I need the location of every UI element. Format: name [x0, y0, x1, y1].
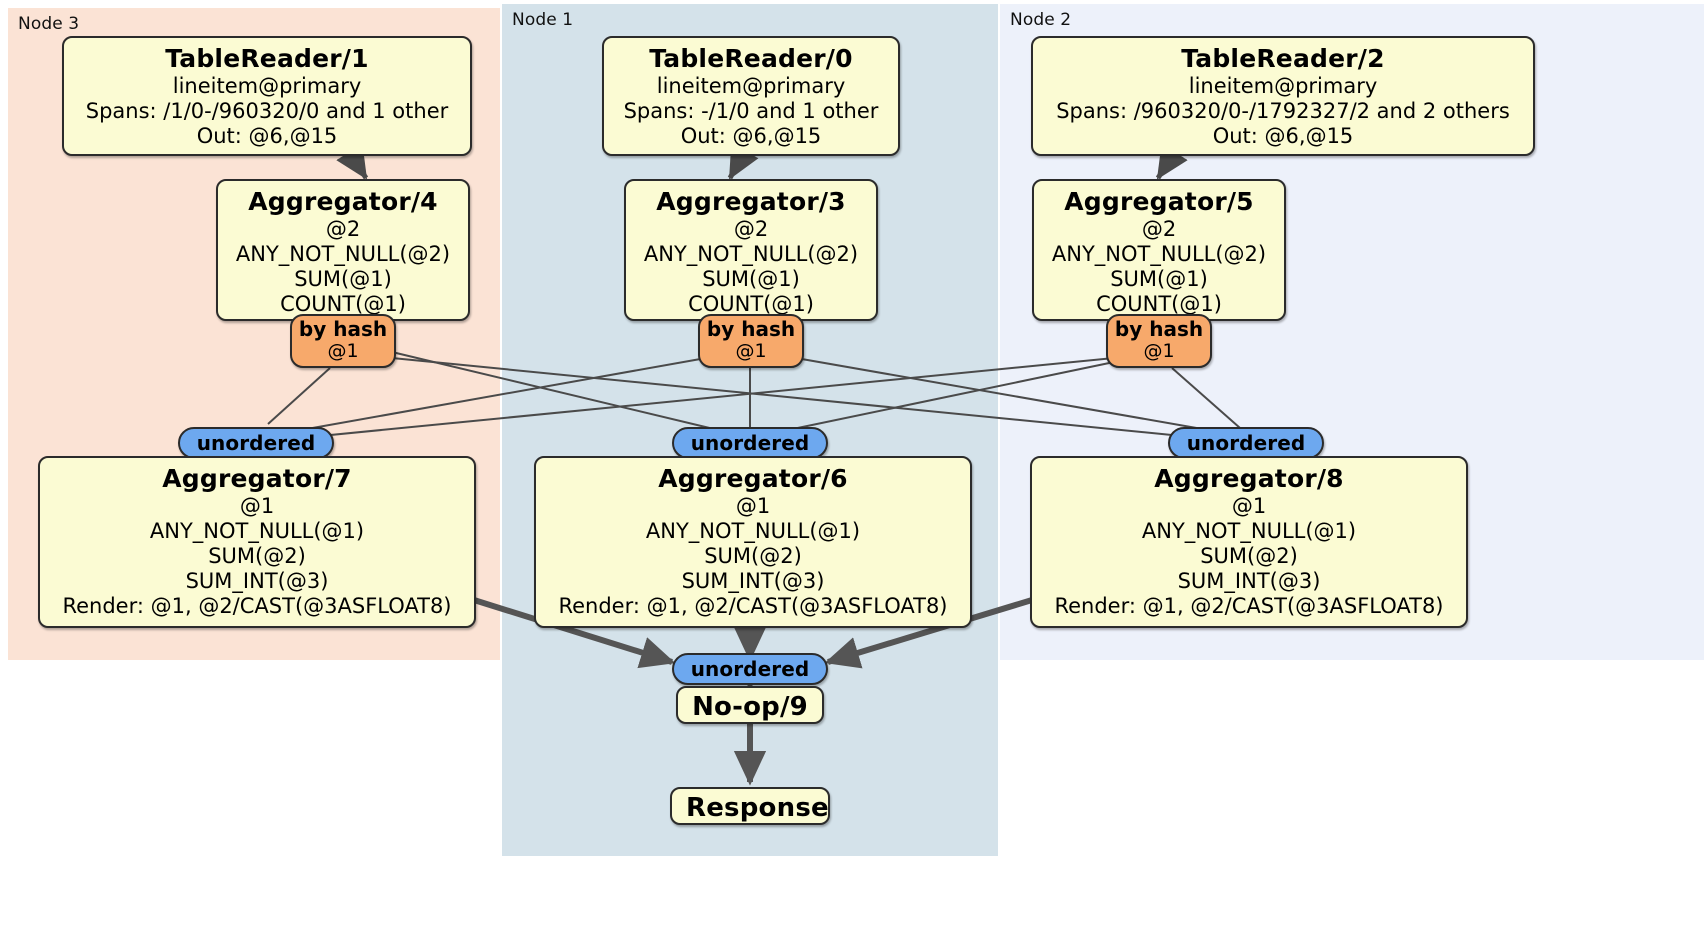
- processor-title: No-op/9: [692, 692, 808, 722]
- processor-line: Out: @6,@15: [1212, 123, 1354, 148]
- processor-line: Spans: /960320/0-/1792327/2 and 2 others: [1056, 98, 1510, 123]
- processor-line: Render: @1, @2/CAST(@3ASFLOAT8): [1054, 593, 1444, 618]
- processor-title: TableReader/0: [649, 44, 853, 73]
- processor-line: COUNT(@1): [688, 291, 814, 316]
- processor-line: lineitem@primary: [1188, 74, 1378, 98]
- processor-title: Response: [686, 793, 829, 823]
- processor-line: SUM(@2): [1200, 543, 1298, 568]
- processor-title: Aggregator/6: [658, 464, 848, 493]
- processor-line: @2: [1141, 217, 1177, 241]
- processor-line: ANY_NOT_NULL(@1): [645, 518, 861, 543]
- processor-table-reader-2[interactable]: TableReader/2 lineitem@primary Spans: /9…: [1031, 36, 1535, 156]
- processor-noop-9[interactable]: No-op/9: [676, 686, 824, 724]
- panel-node-3-label: Node 3: [18, 14, 80, 34]
- synchronizer-label: unordered: [1186, 431, 1306, 455]
- processor-line: COUNT(@1): [1096, 291, 1222, 316]
- processor-line: ANY_NOT_NULL(@2): [235, 241, 451, 266]
- processor-line: Spans: -/1/0 and 1 other: [623, 98, 879, 123]
- hash-router-column: @1: [1143, 339, 1175, 362]
- processor-line: lineitem@primary: [656, 74, 846, 98]
- processor-aggregator-6[interactable]: Aggregator/6 @1 ANY_NOT_NULL(@1) SUM(@2)…: [534, 456, 972, 628]
- processor-line: SUM(@1): [702, 266, 800, 291]
- processor-line: SUM_INT(@3): [185, 568, 329, 593]
- processor-table-reader-1[interactable]: TableReader/1 lineitem@primary Spans: /1…: [62, 36, 472, 156]
- processor-line: Spans: /1/0-/960320/0 and 1 other: [85, 98, 449, 123]
- processor-line: SUM(@1): [294, 266, 392, 291]
- processor-line: SUM(@1): [1110, 266, 1208, 291]
- processor-response[interactable]: Response: [670, 787, 830, 825]
- processor-line: SUM(@2): [704, 543, 802, 568]
- processor-aggregator-7[interactable]: Aggregator/7 @1 ANY_NOT_NULL(@1) SUM(@2)…: [38, 456, 476, 628]
- processor-line: ANY_NOT_NULL(@2): [1051, 241, 1267, 266]
- processor-title: Aggregator/5: [1064, 187, 1254, 216]
- hash-router-column: @1: [327, 339, 359, 362]
- hash-router-left[interactable]: by hash @1: [290, 314, 396, 368]
- processor-line: @1: [735, 494, 771, 518]
- processor-line: Render: @1, @2/CAST(@3ASFLOAT8): [62, 593, 452, 618]
- processor-title: Aggregator/3: [656, 187, 846, 216]
- panel-node-2-label: Node 2: [1010, 10, 1072, 30]
- processor-title: TableReader/1: [165, 44, 369, 73]
- processor-line: Out: @6,@15: [680, 123, 822, 148]
- processor-line: Out: @6,@15: [196, 123, 338, 148]
- synchronizer-label: unordered: [196, 431, 316, 455]
- processor-line: @1: [1231, 494, 1267, 518]
- processor-title: Aggregator/8: [1154, 464, 1344, 493]
- processor-line: SUM(@2): [208, 543, 306, 568]
- synchronizer-unordered-center[interactable]: unordered: [672, 427, 828, 459]
- processor-line: ANY_NOT_NULL(@1): [1141, 518, 1357, 543]
- hash-router-column: @1: [735, 339, 767, 362]
- processor-line: ANY_NOT_NULL(@1): [149, 518, 365, 543]
- panel-node-1-label: Node 1: [512, 10, 574, 30]
- synchronizer-unordered-final[interactable]: unordered: [672, 653, 828, 685]
- processor-line: @2: [733, 217, 769, 241]
- synchronizer-label: unordered: [690, 657, 810, 681]
- synchronizer-unordered-right[interactable]: unordered: [1168, 427, 1324, 459]
- processor-title: Aggregator/4: [248, 187, 438, 216]
- processor-table-reader-0[interactable]: TableReader/0 lineitem@primary Spans: -/…: [602, 36, 900, 156]
- synchronizer-unordered-left[interactable]: unordered: [178, 427, 334, 459]
- hash-router-center[interactable]: by hash @1: [698, 314, 804, 368]
- processor-title: TableReader/2: [1181, 44, 1385, 73]
- processor-line: SUM_INT(@3): [1177, 568, 1321, 593]
- hash-router-label: by hash: [1114, 317, 1204, 341]
- processor-aggregator-5[interactable]: Aggregator/5 @2 ANY_NOT_NULL(@2) SUM(@1)…: [1032, 179, 1286, 321]
- hash-router-label: by hash: [298, 317, 388, 341]
- processor-aggregator-3[interactable]: Aggregator/3 @2 ANY_NOT_NULL(@2) SUM(@1)…: [624, 179, 878, 321]
- processor-line: lineitem@primary: [172, 74, 362, 98]
- processor-line: @1: [239, 494, 275, 518]
- processor-line: COUNT(@1): [280, 291, 406, 316]
- processor-line: SUM_INT(@3): [681, 568, 825, 593]
- processor-title: Aggregator/7: [162, 464, 352, 493]
- hash-router-right[interactable]: by hash @1: [1106, 314, 1212, 368]
- processor-aggregator-4[interactable]: Aggregator/4 @2 ANY_NOT_NULL(@2) SUM(@1)…: [216, 179, 470, 321]
- hash-router-label: by hash: [706, 317, 796, 341]
- processor-line: ANY_NOT_NULL(@2): [643, 241, 859, 266]
- processor-line: @2: [325, 217, 361, 241]
- processor-line: Render: @1, @2/CAST(@3ASFLOAT8): [558, 593, 948, 618]
- synchronizer-label: unordered: [690, 431, 810, 455]
- processor-aggregator-8[interactable]: Aggregator/8 @1 ANY_NOT_NULL(@1) SUM(@2)…: [1030, 456, 1468, 628]
